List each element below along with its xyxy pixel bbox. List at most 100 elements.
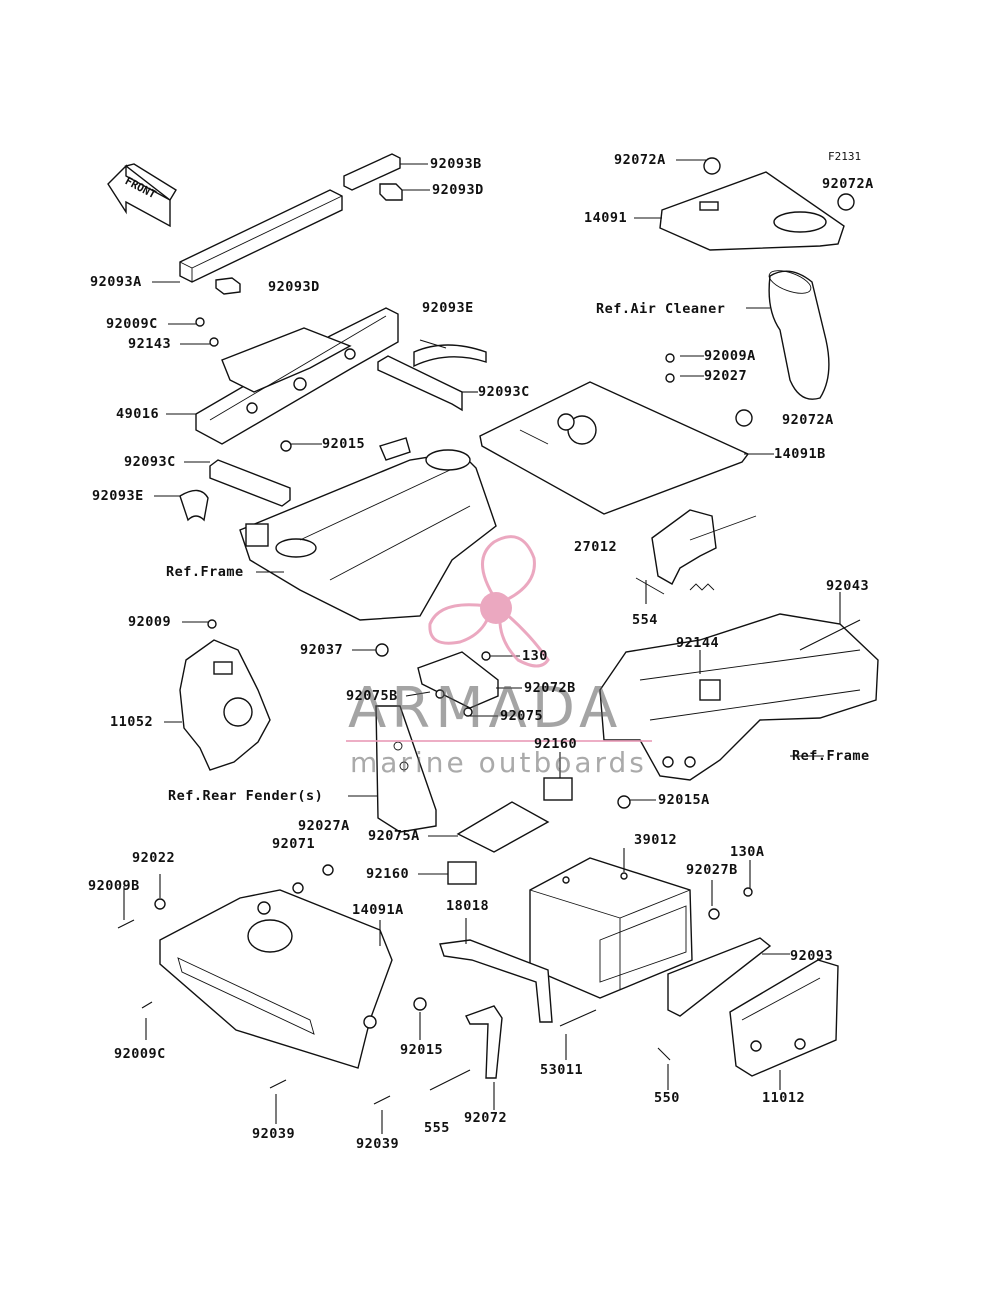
callout-label: 92093E [92, 488, 144, 504]
cover-14091 [659, 157, 855, 251]
guard-11052 [179, 639, 271, 771]
cover-14091a [159, 889, 393, 1069]
armada-propeller-logo-icon [428, 535, 550, 668]
callout-label: 92093A [90, 274, 142, 290]
callout-label: 92143 [128, 336, 172, 352]
callout-label: 14091A [352, 902, 404, 918]
callout-label: 550 [654, 1090, 680, 1106]
bolt-555 [429, 1069, 471, 1091]
bolt-53011 [559, 1009, 597, 1027]
watermark-tagline: marine outboards [350, 746, 647, 779]
callout-label: 92009C [114, 1046, 166, 1062]
gasket-92093 [667, 937, 772, 1017]
bracket-92072 [465, 1005, 503, 1079]
callout-label: 92027A [298, 818, 350, 834]
callout-label: 92072A [822, 176, 874, 192]
callout-label: 92015A [658, 792, 710, 808]
watermark-brand: ARMADA [348, 676, 623, 741]
air-cleaner-duct [768, 270, 830, 400]
callout-label: 92093B [430, 156, 482, 172]
washer-92022-icon [154, 898, 166, 910]
callout-label: Ref.Air Cleaner [596, 301, 726, 317]
callout-label: 92160 [534, 736, 578, 752]
bolt-92009-icon [207, 619, 217, 629]
callout-label: 555 [424, 1120, 450, 1136]
clamp-92072a-icon [735, 409, 753, 427]
callout-label: 92015 [322, 436, 366, 452]
pad-92093e-left [179, 489, 209, 522]
plate-14091b [479, 353, 750, 515]
frame-right [599, 613, 879, 781]
callout-label: 14091 [584, 210, 628, 226]
nut-92015-icon [280, 440, 292, 452]
callout-label: 92075A [368, 828, 420, 844]
callout-label: 49016 [116, 406, 160, 422]
callout-label: 92093 [790, 948, 834, 964]
callout-label: 130 [522, 648, 548, 664]
bracket-18018 [439, 939, 553, 1023]
bolt-92009c-lower [141, 1001, 153, 1009]
nut-92027a-icon [322, 864, 334, 876]
watermark-divider [346, 740, 652, 742]
washer-92027b-icon [708, 908, 720, 920]
bolt-130a-icon [743, 887, 753, 897]
callout-label: 92075 [500, 708, 544, 724]
pad-92093c-lower [209, 459, 291, 507]
callout-label: 92009B [88, 878, 140, 894]
callout-label: 92144 [676, 635, 720, 651]
callout-label: 92037 [300, 642, 344, 658]
rear-fender-stay [375, 705, 437, 833]
frame-center [239, 437, 497, 621]
pad-92075a [456, 801, 550, 853]
callout-label: 92027B [686, 862, 738, 878]
callout-label: Ref.Frame [166, 564, 244, 580]
rail-49016 [195, 307, 399, 445]
callout-label: 53011 [540, 1062, 584, 1078]
bolt-92039-a [269, 1079, 287, 1089]
bolt-92039-b [373, 1095, 391, 1105]
callout-label: 92009 [128, 614, 172, 630]
bolt-92009c-icon [195, 317, 205, 327]
bolt-92009b [117, 919, 135, 929]
callout-label: 92071 [272, 836, 316, 852]
callout-label: 18018 [446, 898, 490, 914]
callout-label: 39012 [634, 832, 678, 848]
front-arrow-icon: FRONT [107, 163, 177, 228]
callout-label: 554 [632, 612, 658, 628]
callout-label: 92039 [252, 1126, 296, 1142]
callout-label: 92072B [524, 680, 576, 696]
callout-label: 27012 [574, 539, 618, 555]
callout-label: Ref.Rear Fender(s) [168, 788, 324, 804]
strip-92093b [215, 153, 403, 295]
callout-label: 14091B [774, 446, 826, 462]
callout-label: 92009C [106, 316, 158, 332]
callout-label: 130A [730, 844, 765, 860]
callout-label: 92009A [704, 348, 756, 364]
nut-92071-icon [292, 882, 304, 894]
bolt-550 [657, 1047, 671, 1061]
cover-11012 [729, 959, 839, 1077]
callout-label: 92160 [366, 866, 410, 882]
callout-label: 92072 [464, 1110, 508, 1126]
figure-code: F2131 [828, 150, 862, 163]
bracket-center [375, 643, 499, 717]
block-92160-lower [447, 861, 477, 885]
pad-92093c-upper [377, 355, 463, 412]
callout-label: 92093C [478, 384, 530, 400]
callout-label: 92093E [422, 300, 474, 316]
callout-label: Ref.Frame [792, 748, 870, 764]
callout-label: 11012 [762, 1090, 806, 1106]
washer-92143-icon [209, 337, 219, 347]
bracket-27012 [635, 509, 757, 595]
callout-label: 92093D [268, 279, 320, 295]
block-92160 [543, 777, 573, 801]
nut-92015-lower-icon [413, 997, 427, 1011]
callout-label: 92015 [400, 1042, 444, 1058]
pad-92093e [413, 344, 487, 368]
strip-92093a [179, 189, 343, 283]
callout-label: 92039 [356, 1136, 400, 1152]
callout-label: 11052 [110, 714, 154, 730]
callout-label: 92027 [704, 368, 748, 384]
callout-label: 92022 [132, 850, 176, 866]
